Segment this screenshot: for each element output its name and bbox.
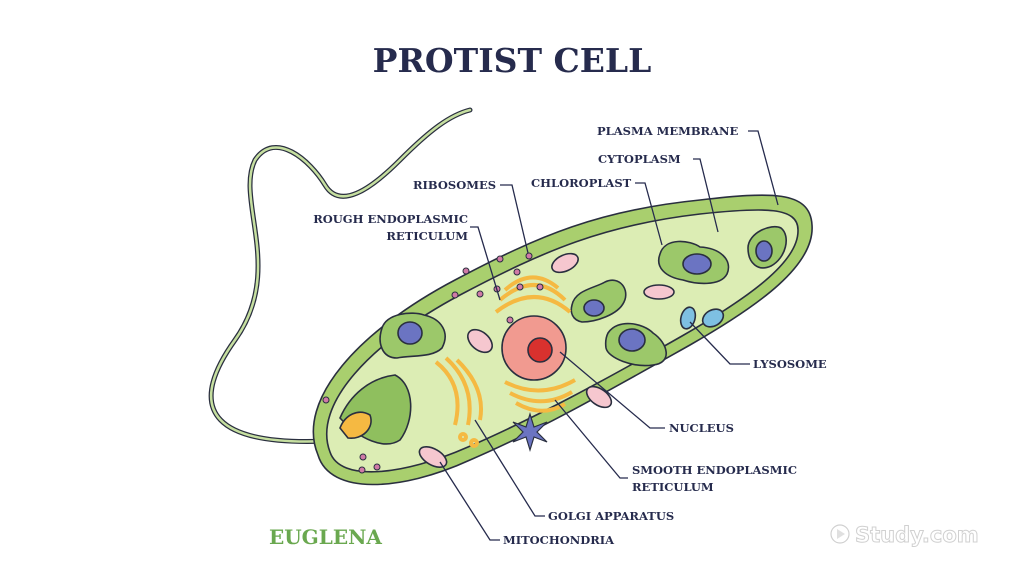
label-mitochondria: MITOCHONDRIA [503,533,615,547]
label-ribosomes: RIBOSOMES [413,178,496,192]
label-golgi-apparatus: GOLGI APPARATUS [548,509,674,523]
golgi-apparatus [434,356,483,448]
mitochondria [418,252,675,469]
chloroplasts [379,226,787,367]
label-lysosome: LYSOSOME [753,357,827,371]
eyespot [339,374,412,445]
chloroplast [658,240,730,285]
chloroplast [604,322,667,367]
label-smooth-er-2: RETICULUM [632,480,714,494]
ribosomes [322,252,544,474]
chloroplast [379,312,446,359]
diagram-title: PROTIST CELL [373,41,652,80]
label-plasma-membrane: PLASMA MEMBRANE [597,124,739,138]
label-rough-er-1: ROUGH ENDOPLASMIC [313,212,468,226]
organism-name: EUGLENA [269,525,382,549]
chloroplast [570,279,627,323]
study-logo: Study.com [830,523,979,548]
watermark-text: Study.com [855,523,979,547]
leader-lines [439,130,779,541]
smooth-er [504,378,576,413]
label-cytoplasm: CYTOPLASM [598,152,681,166]
label-chloroplast: CHLOROPLAST [531,176,632,190]
label-rough-er-2: RETICULUM [386,229,468,243]
rough-er [494,275,572,314]
nucleus [501,315,567,381]
contractile-vacuole [512,411,548,453]
chloroplast [747,226,787,269]
label-nucleus: NUCLEUS [669,421,734,435]
label-smooth-er-1: SMOOTH ENDOPLASMIC [632,463,797,477]
